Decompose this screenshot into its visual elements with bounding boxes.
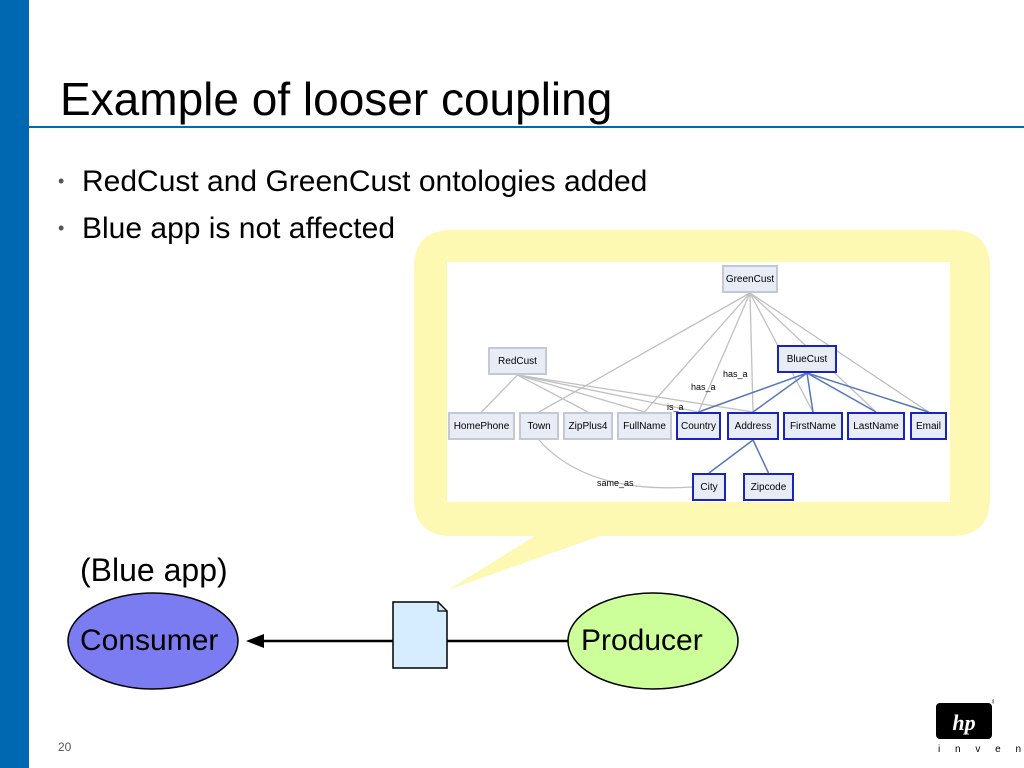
edge-label-same-as: same_as <box>597 478 634 488</box>
graph-edge <box>698 372 808 413</box>
graph-edge <box>517 374 589 413</box>
graph-edge <box>806 372 814 413</box>
svg-text:®: ® <box>992 699 994 706</box>
graph-edge <box>806 372 877 413</box>
consumer-ellipse <box>67 592 239 690</box>
hp-logo: hp ® <box>936 699 994 739</box>
graph-node-address: Address <box>727 412 779 440</box>
graph-node-country: Country <box>676 412 721 440</box>
graph-edge <box>697 292 751 413</box>
producer-label: Producer <box>581 624 703 657</box>
blue-app-label: (Blue app) <box>80 552 228 588</box>
edge-label-is-a: is_a <box>667 402 684 412</box>
graph-node-city: City <box>692 473 726 501</box>
graph-edge <box>749 292 929 413</box>
document-fold <box>437 602 447 612</box>
graph-edge <box>708 439 754 474</box>
bullet-marker: • <box>58 171 65 191</box>
graph-edge <box>752 439 770 474</box>
flow-arrowhead <box>246 634 264 648</box>
graph-edge <box>644 292 751 413</box>
svg-text:hp: hp <box>952 710 975 735</box>
graph-node-fullname: FullName <box>617 412 672 440</box>
graph-node-email: Email <box>910 412 947 440</box>
document-icon <box>392 601 448 669</box>
graph-edge-same-as <box>538 439 693 489</box>
graph-node-lastname: LastName <box>847 412 905 440</box>
bullet-item: • RedCust and GreenCust ontologies added <box>58 167 647 197</box>
graph-node-homephone: HomePhone <box>448 412 515 440</box>
bullet-item: • Blue app is not affected <box>58 214 395 244</box>
left-accent-bar <box>0 0 29 768</box>
graph-node-zipplus4: ZipPlus4 <box>563 412 613 440</box>
edge-label-has-a: has_a <box>691 382 716 392</box>
graph-edge <box>517 374 645 413</box>
graph-edge <box>538 292 751 413</box>
page-number: 20 <box>58 740 72 754</box>
bullet-text: RedCust and GreenCust ontologies added <box>82 165 648 198</box>
graph-edge <box>752 372 808 413</box>
hp-tagline: i n v e n t <box>938 744 1024 755</box>
slide-title: Example of looser coupling <box>60 73 613 125</box>
message-flow <box>67 592 739 690</box>
bullet-text: Blue app is not affected <box>82 212 396 245</box>
graph-edge <box>806 372 929 413</box>
graph-node-firstname: FirstName <box>783 412 843 440</box>
graph-edge <box>517 374 699 413</box>
graph-edge <box>749 292 754 413</box>
graph-node-town: Town <box>519 412 559 440</box>
graph-edge <box>481 374 518 413</box>
title-underline <box>0 126 1024 128</box>
edge-label-has-a: has_a <box>723 369 748 379</box>
graph-node-greencust: GreenCust <box>722 265 778 293</box>
consumer-label: Consumer <box>80 624 219 657</box>
bullet-marker: • <box>58 218 65 238</box>
graph-node-bluecust: BlueCust <box>777 345 837 373</box>
graph-node-redcust: RedCust <box>488 347 547 375</box>
graph-node-zipcode: Zipcode <box>743 473 794 501</box>
